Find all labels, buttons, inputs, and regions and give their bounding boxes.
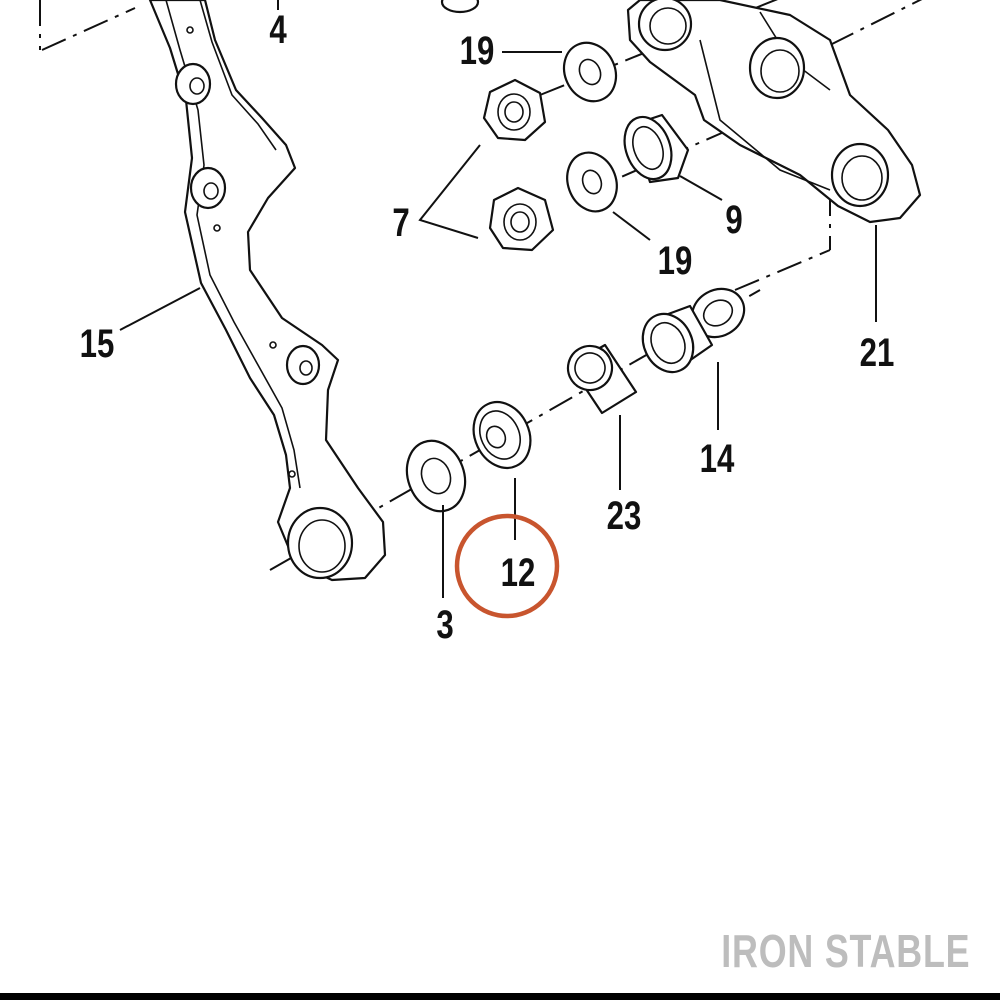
washer-part-3 (405, 439, 467, 513)
callout-19-lower: 19 (658, 238, 693, 283)
callout-3: 3 (436, 602, 453, 647)
callout-9: 9 (725, 197, 742, 242)
watermark-text: IRON STABLE (720, 925, 970, 977)
bottom-border (0, 993, 1000, 1000)
seal-part-12 (472, 401, 532, 469)
callout-21: 21 (860, 330, 895, 375)
callout-12: 12 (501, 550, 536, 595)
callout-7: 7 (392, 200, 409, 245)
highlight-circle (454, 513, 560, 619)
washer-part-19-upper (562, 41, 618, 103)
bushing-part-9 (623, 113, 690, 184)
sleeve-part-23 (566, 343, 638, 415)
leader-lines (119, 0, 877, 598)
idler-bracket-part-21 (440, 0, 922, 224)
washer-part-19-lower (566, 151, 618, 213)
lock-nut-part-7-lower (488, 186, 555, 252)
callout-4: 4 (269, 7, 286, 52)
callout-15: 15 (80, 321, 115, 366)
callout-labels: 4 19 7 9 19 15 21 14 23 12 3 (80, 7, 895, 647)
callout-23: 23 (607, 493, 642, 538)
callout-19-upper: 19 (460, 28, 495, 73)
bushing-part-14 (641, 287, 746, 374)
lock-nut-part-7-upper (482, 78, 547, 142)
pitman-arm-part-15 (148, 0, 387, 582)
callout-14: 14 (700, 436, 735, 481)
